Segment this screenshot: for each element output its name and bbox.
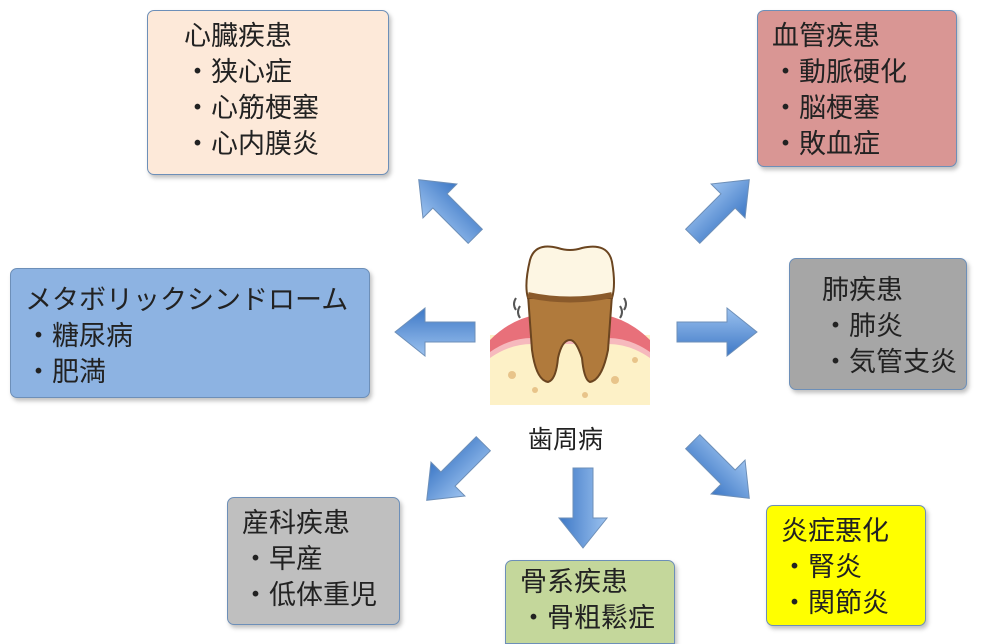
arrow-icon bbox=[684, 433, 750, 499]
vascular-disease-item: 脳梗塞 bbox=[772, 91, 942, 127]
lung-disease-item: 肺炎 bbox=[804, 309, 952, 345]
heart-disease-item: 狭心症 bbox=[162, 55, 374, 91]
arrow-icon bbox=[394, 306, 476, 358]
vascular-disease-title: 血管疾患 bbox=[772, 21, 880, 52]
lung-disease-title: 肺疾患 bbox=[822, 275, 903, 306]
bone-disease-title: 骨系疾患 bbox=[520, 567, 628, 598]
metabolic-syndrome-title: メタボリックシンドローム bbox=[25, 285, 349, 316]
vascular-disease-box: 血管疾患 動脈硬化 脳梗塞 敗血症 bbox=[757, 10, 957, 167]
heart-disease-item: 心内膜炎 bbox=[162, 127, 374, 163]
center-label: 歯周病 bbox=[528, 425, 604, 454]
lung-disease-box: 肺疾患 肺炎 気管支炎 bbox=[789, 258, 967, 390]
inflammation-box: 炎症悪化 腎炎 関節炎 bbox=[766, 505, 926, 626]
arrow-icon bbox=[676, 306, 758, 358]
arrow-icon bbox=[557, 467, 609, 549]
metabolic-syndrome-item: 肥満 bbox=[25, 355, 355, 391]
heart-disease-item: 心筋梗塞 bbox=[162, 91, 374, 127]
bone-disease-item: 骨粗鬆症 bbox=[520, 601, 660, 637]
obstetric-disease-box: 産科疾患 早産 低体重児 bbox=[227, 497, 400, 625]
inflammation-title: 炎症悪化 bbox=[781, 516, 889, 547]
inflammation-item: 関節炎 bbox=[781, 586, 911, 622]
inflammation-item: 腎炎 bbox=[781, 550, 911, 586]
arrow-icon bbox=[684, 179, 750, 245]
bone-disease-box: 骨系疾患 骨粗鬆症 bbox=[505, 560, 675, 644]
metabolic-syndrome-item: 糖尿病 bbox=[25, 319, 355, 355]
arrow-icon bbox=[418, 179, 484, 245]
heart-disease-box: 心臓疾患 狭心症 心筋梗塞 心内膜炎 bbox=[147, 10, 389, 175]
metabolic-syndrome-box: メタボリックシンドローム 糖尿病 肥満 bbox=[10, 268, 370, 398]
arrow-icon bbox=[426, 435, 492, 501]
vascular-disease-item: 動脈硬化 bbox=[772, 55, 942, 91]
obstetric-disease-item: 早産 bbox=[242, 542, 385, 578]
lung-disease-item: 気管支炎 bbox=[804, 345, 957, 381]
heart-disease-title: 心臓疾患 bbox=[184, 21, 292, 52]
obstetric-disease-title: 産科疾患 bbox=[242, 508, 350, 539]
vascular-disease-item: 敗血症 bbox=[772, 127, 942, 163]
obstetric-disease-item: 低体重児 bbox=[242, 578, 385, 614]
tooth-icon bbox=[490, 245, 650, 405]
